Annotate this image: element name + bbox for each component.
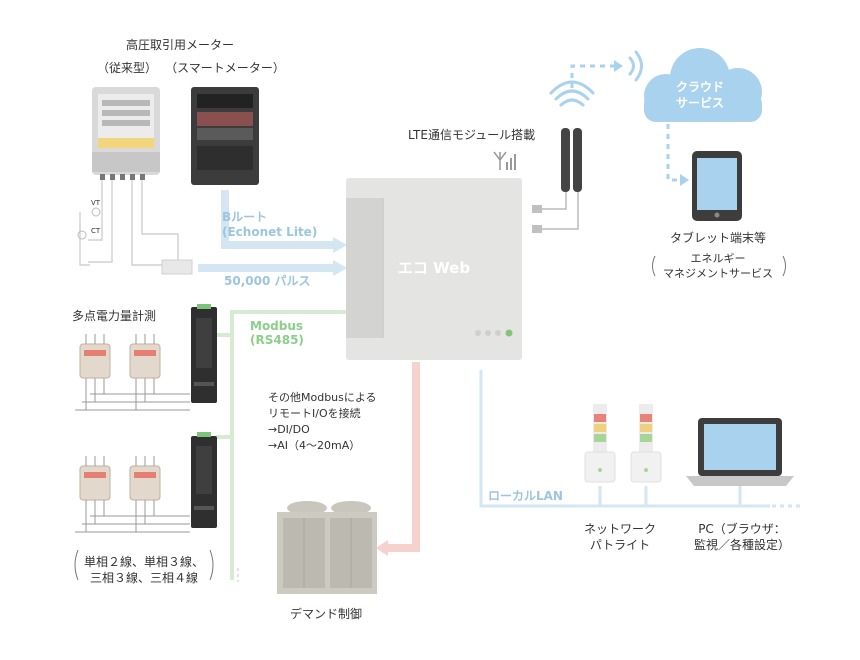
tablet-title: タブレット端末等 bbox=[669, 231, 767, 245]
broute-label: Bルート bbox=[222, 210, 268, 224]
conventional-meter-icon bbox=[92, 87, 160, 180]
power-meter-group-icon bbox=[75, 432, 217, 533]
pulse-label: 50,000 パルス bbox=[224, 274, 311, 288]
ct-label: CT bbox=[91, 227, 101, 235]
conventional-meter-label: （従来型） bbox=[96, 61, 158, 75]
vt-label: VT bbox=[91, 199, 101, 207]
lte-antenna-icon bbox=[542, 128, 582, 230]
cloud-icon bbox=[644, 48, 762, 122]
device-name: エコ Web bbox=[397, 259, 471, 277]
smart-meter-icon bbox=[191, 87, 259, 185]
rs485-label: (RS485) bbox=[250, 333, 304, 347]
demand-label: デマンド制御 bbox=[289, 607, 363, 621]
wifi-icon bbox=[549, 80, 595, 107]
meter-title: 高圧取引用メーター bbox=[125, 38, 235, 52]
echonet-label: (Echonet Lite) bbox=[222, 225, 318, 239]
other-modbus-3: →DI/DO bbox=[268, 423, 310, 436]
wiring-label-1: 単相２線、単相３線、 bbox=[83, 555, 205, 569]
lan-label: ローカルLAN bbox=[488, 489, 563, 503]
power-meter-group-icon bbox=[75, 304, 217, 411]
cloud-label-2: サービス bbox=[675, 96, 725, 110]
patlite-icon bbox=[630, 404, 662, 483]
wifi-icon bbox=[628, 50, 643, 82]
tablet-icon bbox=[692, 151, 742, 221]
chiller-unit-icon bbox=[277, 501, 377, 594]
tablet-sub-2: マネジメントサービス bbox=[663, 267, 773, 280]
other-modbus-1: その他Modbusによる bbox=[268, 391, 377, 404]
patlite-label-1: ネットワーク bbox=[583, 522, 657, 536]
laptop-icon bbox=[686, 418, 794, 486]
modbus-label: Modbus bbox=[250, 319, 304, 333]
wiring-label-2: 三相３線、三相４線 bbox=[89, 571, 199, 585]
pc-label-1: PC（ブラウザ： bbox=[698, 522, 786, 536]
pc-label-2: 監視／各種設定） bbox=[693, 538, 791, 552]
lte-label: LTE通信モジュール搭載 bbox=[408, 128, 536, 142]
other-modbus-4: →AI（4〜20mA） bbox=[268, 439, 361, 452]
patlite-label-2: パトライト bbox=[589, 538, 651, 552]
patlite-icon bbox=[584, 404, 616, 483]
cloud-label-1: クラウド bbox=[675, 80, 725, 94]
multipoint-title: 多点電力量計測 bbox=[72, 309, 157, 323]
other-modbus-2: リモートI/Oを接続 bbox=[268, 407, 361, 420]
tablet-sub-1: エネルギー bbox=[690, 252, 746, 265]
eco-web-device-icon bbox=[346, 178, 542, 360]
smart-meter-label: （スマートメーター） bbox=[165, 61, 285, 75]
signal-antenna-icon bbox=[493, 151, 516, 170]
